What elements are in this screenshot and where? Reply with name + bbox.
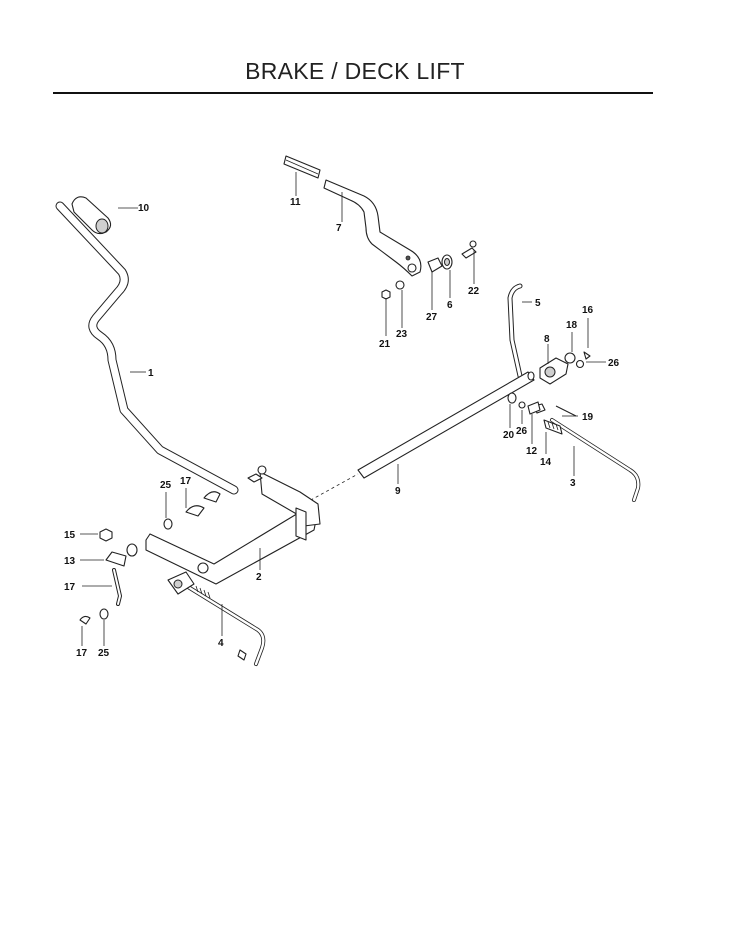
callout-5: 5 bbox=[535, 298, 541, 309]
callout-26a: 26 bbox=[608, 358, 620, 369]
callout-27: 27 bbox=[426, 312, 438, 323]
center-clips bbox=[163, 491, 221, 530]
pedal-hardware bbox=[381, 240, 477, 300]
callout-17b: 17 bbox=[76, 648, 88, 659]
callout-1: 1 bbox=[148, 368, 154, 379]
callout-21: 20 bbox=[503, 430, 515, 441]
shaft-bracket bbox=[539, 351, 591, 385]
callout-7: 7 bbox=[336, 223, 342, 234]
right-lift-rod bbox=[533, 403, 641, 502]
callout-26b: 26 bbox=[516, 426, 528, 437]
cross-shaft bbox=[299, 371, 535, 507]
callout-19: 19 bbox=[582, 412, 594, 423]
callout-9: 9 bbox=[395, 486, 401, 497]
callout-4: 4 bbox=[218, 638, 224, 649]
callout-22: 21 bbox=[379, 339, 391, 350]
page-title: BRAKE / DECK LIFT bbox=[245, 58, 465, 84]
shaft-small-parts bbox=[507, 392, 541, 415]
callout-20: 15 bbox=[64, 530, 76, 541]
callout-2: 2 bbox=[256, 572, 262, 583]
callout-25a: 25 bbox=[160, 480, 172, 491]
callout-10: 10 bbox=[138, 203, 150, 214]
brake-pedal-arm bbox=[323, 179, 422, 277]
leader-lines bbox=[80, 172, 606, 646]
callout-labels: 10 11 7 21 23 27 6 22 1 5 8 18 16 26 19 … bbox=[64, 197, 620, 659]
pedal-pad bbox=[283, 155, 321, 179]
callout-23: 22 bbox=[468, 286, 480, 297]
callout-18: 18 bbox=[566, 320, 578, 331]
title-rule bbox=[53, 92, 653, 94]
callout-8: 8 bbox=[544, 334, 550, 345]
callout-3: 3 bbox=[570, 478, 576, 489]
callout-24: 23 bbox=[396, 329, 408, 340]
callout-14: 14 bbox=[540, 457, 552, 468]
left-lift-rod bbox=[167, 571, 266, 666]
callout-25b: 25 bbox=[98, 648, 110, 659]
lift-handle-tube bbox=[55, 201, 239, 495]
callout-6: 6 bbox=[447, 300, 453, 311]
handle-grip bbox=[71, 196, 112, 235]
callout-11: 11 bbox=[290, 197, 301, 208]
callout-15: 17 bbox=[64, 582, 76, 593]
callout-13: 13 bbox=[64, 556, 76, 567]
callout-16: 16 bbox=[582, 305, 594, 316]
left-link-parts bbox=[79, 528, 138, 625]
callout-17a: 17 bbox=[180, 476, 192, 487]
callout-12: 12 bbox=[526, 446, 538, 457]
lift-bar-assembly bbox=[145, 465, 321, 585]
brake-rod bbox=[507, 283, 523, 379]
